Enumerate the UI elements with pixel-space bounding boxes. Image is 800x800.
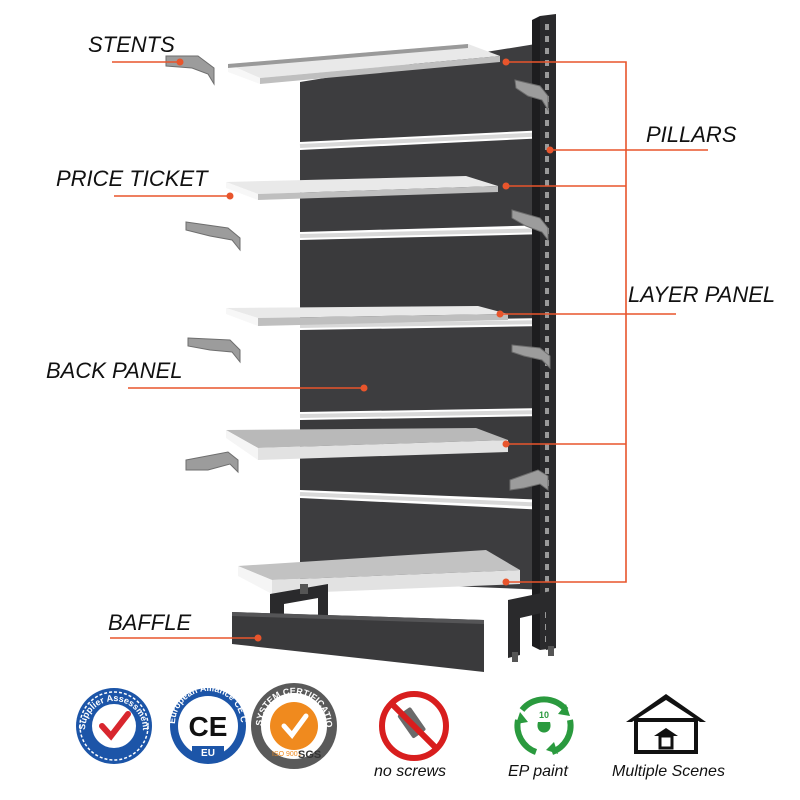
pillar-hole bbox=[545, 120, 549, 126]
stent-4 bbox=[185, 451, 239, 474]
pillar-brackets bbox=[509, 79, 551, 491]
base-supports bbox=[270, 584, 328, 632]
back-panel-slat-4 bbox=[300, 326, 548, 412]
label-pillars: PILLARS bbox=[646, 122, 737, 147]
back-panel-slat-3 bbox=[300, 234, 548, 322]
house-icon bbox=[626, 694, 706, 754]
baffle bbox=[232, 612, 484, 672]
ep-paint-recycle-icon: 10 bbox=[514, 696, 574, 755]
pillar-hole bbox=[545, 240, 549, 246]
pillar-hole bbox=[545, 432, 549, 438]
pillar-hole bbox=[545, 132, 549, 138]
pillar-hole bbox=[545, 264, 549, 270]
leader-lines bbox=[110, 61, 708, 639]
pillar-hole bbox=[545, 168, 549, 174]
pillar-hole bbox=[545, 144, 549, 150]
supplier-assessment-seal-icon: Supplier Assessment bbox=[76, 688, 152, 764]
pillar-hole bbox=[545, 456, 549, 462]
pillar-hole bbox=[545, 492, 549, 498]
pillar-hole bbox=[545, 588, 549, 594]
pillar-hole bbox=[545, 72, 549, 78]
pillar-hole bbox=[545, 552, 549, 558]
sgs-certification-seal-icon: SYSTEM CERTIFICATION ISO 9001 SGS bbox=[251, 683, 337, 769]
label-back-panel: BACK PANEL bbox=[46, 358, 183, 383]
label-baffle: BAFFLE bbox=[108, 610, 191, 635]
no-screws-icon bbox=[379, 691, 449, 761]
pillar-hole bbox=[545, 576, 549, 582]
pillar-hole bbox=[545, 348, 549, 354]
ep-number: 10 bbox=[539, 710, 549, 720]
pillar-hole bbox=[545, 204, 549, 210]
pillar-hole bbox=[545, 84, 549, 90]
label-layer-panel: LAYER PANEL bbox=[628, 282, 775, 307]
back-panel-slat-1 bbox=[300, 42, 548, 142]
pillar-hole bbox=[545, 564, 549, 570]
pillar-hole bbox=[545, 36, 549, 42]
label-stents: STENTS bbox=[88, 32, 175, 57]
pillar-hole bbox=[545, 528, 549, 534]
pillar-hole bbox=[545, 24, 549, 30]
pillar-hole bbox=[545, 288, 549, 294]
sgs-iso: ISO 9001 bbox=[272, 751, 302, 758]
loose-stents bbox=[165, 55, 241, 474]
pillar-hole bbox=[545, 252, 549, 258]
pillar-hole bbox=[545, 384, 549, 390]
leader-layer-panel-bracket bbox=[506, 61, 627, 583]
pillar-hole bbox=[545, 408, 549, 414]
pillar-hole bbox=[545, 372, 549, 378]
pillar-hole bbox=[545, 312, 549, 318]
pillar-hole bbox=[545, 216, 549, 222]
caption-multiple-scenes: Multiple Scenes bbox=[612, 763, 725, 780]
pillar-hole bbox=[545, 468, 549, 474]
caption-ep-paint: EP paint bbox=[508, 763, 568, 780]
layer-panel-group bbox=[226, 44, 520, 594]
pillar-hole bbox=[545, 60, 549, 66]
pillar-hole bbox=[545, 516, 549, 522]
pillar-hole bbox=[545, 444, 549, 450]
label-price-ticket: PRICE TICKET bbox=[56, 166, 209, 191]
pillar-hole bbox=[545, 300, 549, 306]
caption-no-screws: no screws bbox=[374, 763, 446, 780]
ce-eu-seal-icon: CE EU European Alliance CE Certified bbox=[167, 683, 249, 764]
pillar-hole bbox=[545, 192, 549, 198]
eu-mark: EU bbox=[201, 748, 215, 759]
ce-mark: CE bbox=[189, 711, 228, 742]
pillar-hole bbox=[545, 540, 549, 546]
pillar bbox=[508, 14, 556, 662]
sgs-brand: SGS bbox=[298, 749, 321, 761]
back-panel-group bbox=[299, 42, 549, 590]
pillar-hole bbox=[545, 156, 549, 162]
stent-1 bbox=[165, 55, 215, 86]
pillar-hole bbox=[545, 324, 549, 330]
stent-3 bbox=[187, 337, 241, 364]
pillar-hole bbox=[545, 276, 549, 282]
pillar-hole bbox=[545, 336, 549, 342]
stent-2 bbox=[185, 221, 241, 252]
pillar-hole bbox=[545, 48, 549, 54]
leader-dots bbox=[176, 58, 554, 642]
pillar-hole bbox=[545, 108, 549, 114]
pillar-hole bbox=[545, 396, 549, 402]
pillar-hole bbox=[545, 180, 549, 186]
pillar-hole bbox=[545, 504, 549, 510]
pillar-hole bbox=[545, 420, 549, 426]
